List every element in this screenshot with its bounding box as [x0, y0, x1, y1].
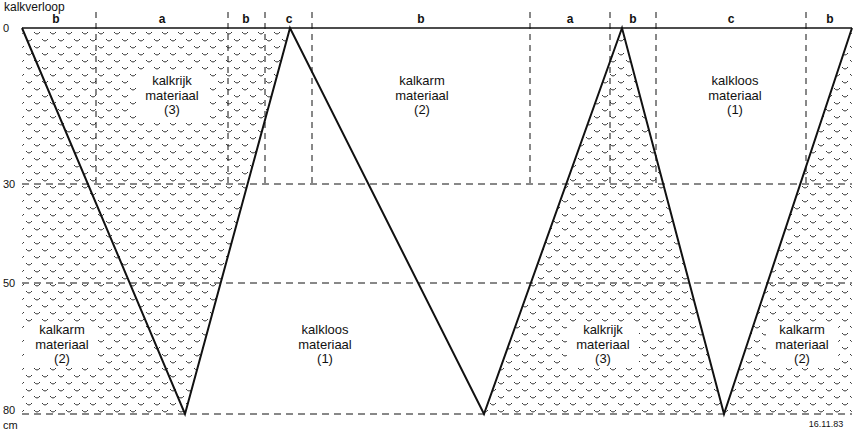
class-letter: c	[286, 13, 293, 27]
class-letter: b	[52, 13, 59, 27]
region-label: kalkarm materiaal (2)	[26, 322, 98, 369]
region-label: kalkarm materiaal (2)	[386, 73, 458, 120]
region-label: kalkloos materiaal (1)	[699, 73, 771, 120]
class-letter: b	[629, 13, 636, 27]
surface-line	[22, 27, 852, 28]
depth-line	[22, 414, 852, 415]
lime-boundary	[22, 28, 852, 414]
lime-rich-region	[22, 28, 290, 414]
class-letter: b	[417, 13, 424, 27]
class-letter: c	[728, 13, 735, 27]
class-letter: b	[826, 13, 833, 27]
class-letter: b	[242, 13, 249, 27]
depth-value: 30	[3, 178, 15, 191]
region-label: kalkloos materiaal (1)	[289, 322, 361, 369]
depth-line	[22, 184, 852, 185]
region-label: kalkrijk materiaal (3)	[136, 73, 208, 120]
class-letter: a	[567, 13, 574, 27]
region-label: kalkrijk materiaal (3)	[567, 322, 639, 369]
depth-value: 0	[3, 22, 9, 35]
date-stamp: 16.11.83	[809, 419, 843, 429]
depth-unit: cm	[3, 419, 18, 432]
class-letter: a	[159, 13, 166, 27]
depth-line	[22, 283, 852, 284]
class-dividers	[96, 12, 806, 184]
depth-value: 50	[3, 277, 15, 290]
depth-value: 80	[3, 404, 15, 417]
region-label: kalkarm materiaal (2)	[766, 322, 838, 369]
lime-rich-region	[484, 28, 724, 414]
